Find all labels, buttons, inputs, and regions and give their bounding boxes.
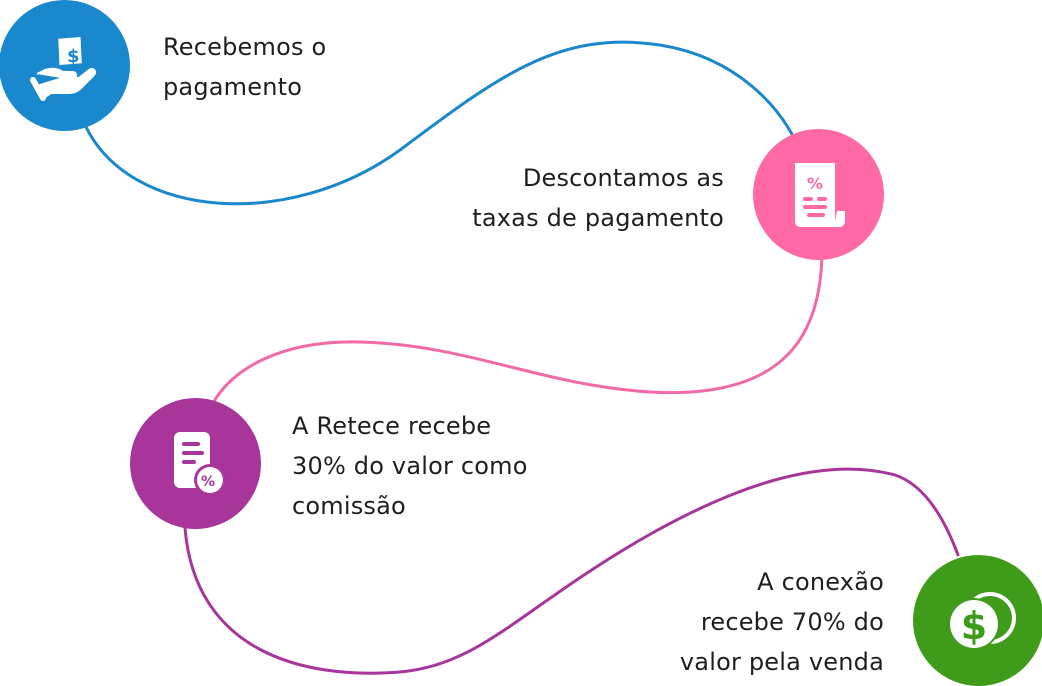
step4-circle: $ [913,555,1042,686]
step3-label: A Retece recebe 30% do valor como comiss… [292,412,528,520]
document-percent-icon: % [173,431,226,496]
step2-circle: % [753,129,884,260]
step2-label: Descontamos as taxas de pagamento [472,164,724,232]
step1-circle: $ [0,0,130,131]
step3-circle: % [130,398,261,529]
step4-label: A conexão recebe 70% do valor pela venda [679,568,884,676]
receipt-percent-icon: % [794,162,845,227]
coins-dollar-icon: $ [947,591,1016,650]
step1-label: Recebemos o pagamento [163,33,327,101]
svg-text:%: % [201,474,215,490]
hand-money-icon: $ [29,36,96,101]
svg-text:$: $ [67,46,80,67]
connector-step3-step4 [183,467,960,675]
svg-text:$: $ [960,604,986,648]
connector-step2-step3 [210,253,824,407]
connector-step1-step2 [83,40,797,206]
svg-text:%: % [807,174,823,193]
